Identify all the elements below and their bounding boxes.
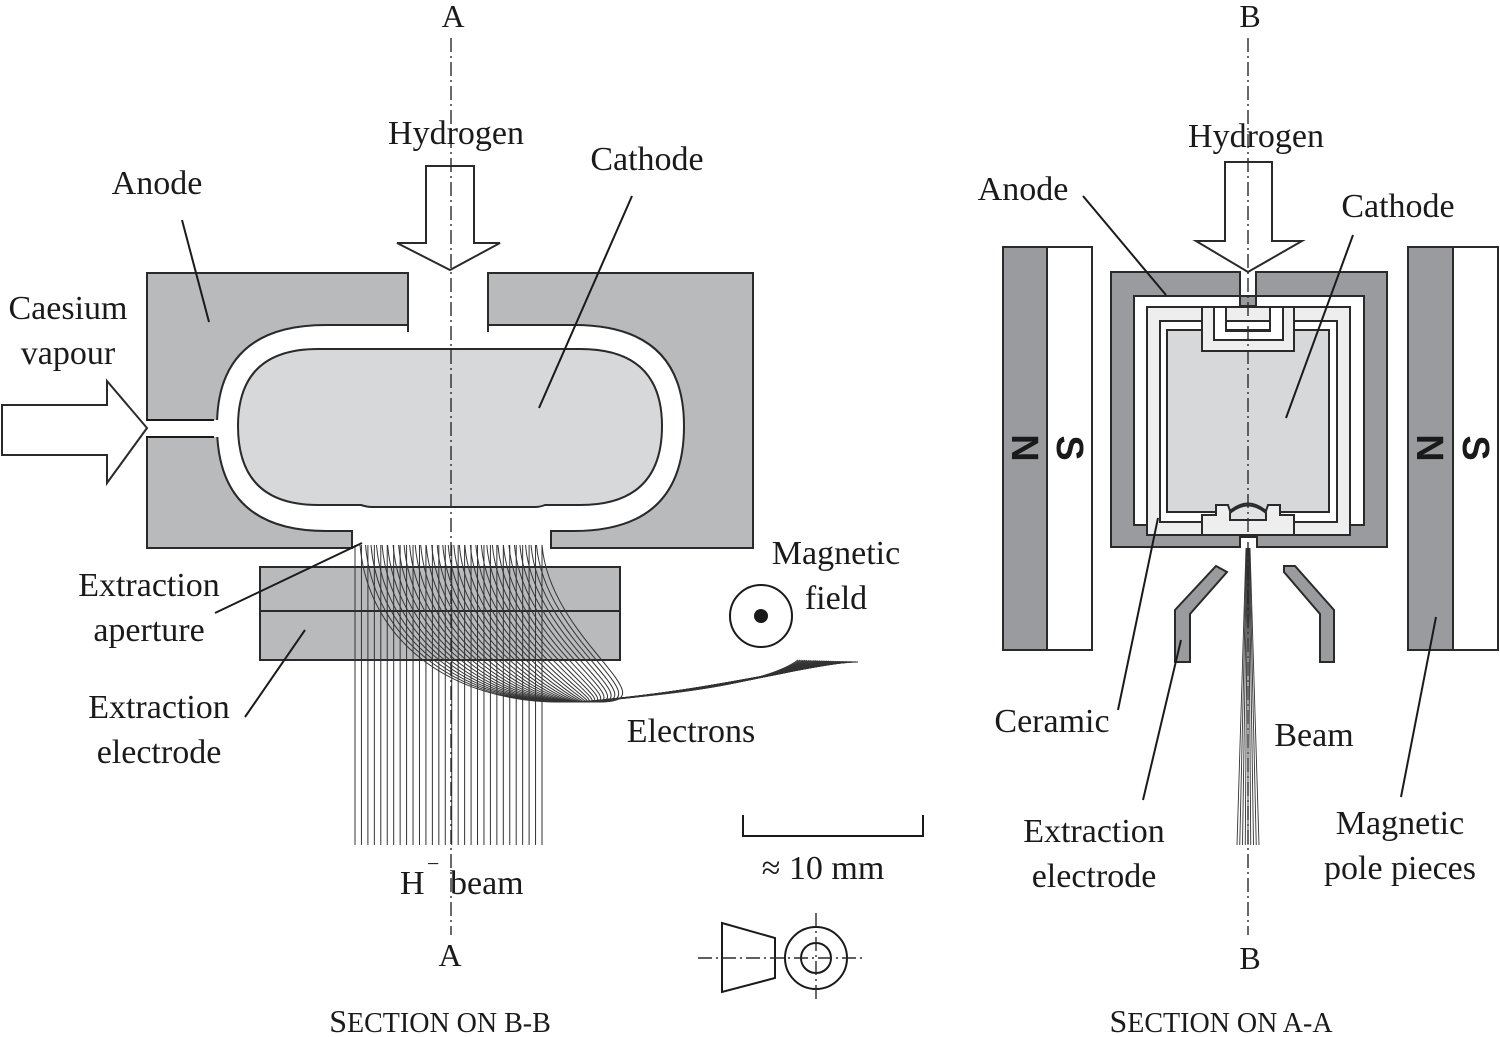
right-beam-line xyxy=(1239,547,1247,846)
right-top-marker: B xyxy=(1239,0,1260,34)
right-beam-line xyxy=(1236,547,1247,846)
electron-trajectories xyxy=(359,544,859,703)
caesium-label-line2: vapour xyxy=(21,335,116,372)
leader-right-electrode xyxy=(1142,639,1182,801)
right-beam-line xyxy=(1242,547,1248,846)
right-pole-piece-south xyxy=(1452,246,1499,651)
leader-anode xyxy=(181,219,210,323)
left-electrode-label-line2: electrode xyxy=(97,734,222,771)
leader-aperture xyxy=(214,542,363,614)
cathode-upper-notch xyxy=(1213,306,1284,341)
caesium-inlet-channel xyxy=(146,420,220,437)
right-extraction-electrode-left xyxy=(1174,564,1229,663)
leader-right-cathode xyxy=(1285,234,1354,419)
right-beam-line xyxy=(1248,547,1252,846)
right-magnet: N S xyxy=(1407,246,1499,651)
left-magnet-n: N xyxy=(1003,434,1045,461)
right-section: N S N S xyxy=(978,0,1499,1037)
cathode-body xyxy=(236,348,664,508)
right-extraction-electrode-right xyxy=(1283,565,1335,663)
left-cathode-label: Cathode xyxy=(590,141,703,178)
electron-trajectory xyxy=(541,544,799,703)
right-cathode-label: Cathode xyxy=(1341,188,1454,225)
left-bottom-marker: A xyxy=(438,937,461,973)
right-electrode-label-line2: electrode xyxy=(1032,858,1157,895)
right-electrode-label-line1: Extraction xyxy=(1023,813,1165,850)
extraction-aperture-gap xyxy=(353,528,550,550)
right-beam-line xyxy=(1249,547,1257,846)
hydrogen-arrow xyxy=(396,165,501,272)
aperture-label-line2: aperture xyxy=(93,612,204,649)
right-magnet-n: N xyxy=(1408,434,1450,461)
left-pole-piece-north xyxy=(1002,246,1048,651)
right-pole-piece-north xyxy=(1407,246,1454,651)
magnetic-field-label-line2: field xyxy=(805,580,867,617)
right-hydrogen-arrow xyxy=(1192,161,1306,274)
leader-cathode xyxy=(538,195,633,409)
magnetic-field-dot xyxy=(754,609,768,623)
scale-bar-line xyxy=(742,815,924,837)
right-beam-label: Beam xyxy=(1274,717,1353,754)
right-hydrogen-label: Hydrogen xyxy=(1188,118,1324,155)
caesium-arrow xyxy=(1,378,149,487)
hydrogen-inlet-channel xyxy=(409,270,487,334)
right-beam-line xyxy=(1249,547,1260,846)
left-hydrogen-label: Hydrogen xyxy=(388,115,524,152)
right-bottom-marker: B xyxy=(1239,940,1260,976)
extraction-electrode-upper-plate xyxy=(259,566,621,612)
scale-bar-label: ≈ 10 mm xyxy=(762,850,885,887)
pole-pieces-label-line2: pole pieces xyxy=(1324,850,1476,887)
leader-pole-pieces xyxy=(1400,616,1437,798)
right-section-title: SECTION ON A-A xyxy=(1109,1003,1333,1037)
right-magnet-s: S xyxy=(1454,435,1496,460)
beam-label-superscript: − xyxy=(427,851,439,876)
right-beam-line xyxy=(1244,547,1248,846)
beam-label-word: beam xyxy=(450,865,524,902)
left-pole-piece-south xyxy=(1046,246,1093,651)
left-magnet: N S xyxy=(1002,246,1093,651)
left-electrode-label-line1: Extraction xyxy=(88,689,230,726)
electrons-label: Electrons xyxy=(627,713,755,750)
left-anode-label: Anode xyxy=(112,165,203,202)
leader-ceramic xyxy=(1117,517,1159,711)
left-section: A Hydrogen Cathode Anode Caesium vapour … xyxy=(1,0,900,1037)
right-anode-label: Anode xyxy=(978,171,1069,208)
left-top-marker: A xyxy=(441,0,464,34)
leader-electrode xyxy=(244,629,306,718)
left-section-title: SECTION ON B-B xyxy=(329,1003,551,1037)
leader-right-anode xyxy=(1082,195,1167,296)
left-magnet-s: S xyxy=(1048,435,1090,460)
caesium-label-line1: Caesium xyxy=(9,290,128,327)
aperture-label-line1: Extraction xyxy=(78,567,220,604)
scale-bar: ≈ 10 mm xyxy=(742,815,924,887)
magnetic-field-label-line1: Magnetic xyxy=(772,535,900,572)
pole-pieces-label-line1: Magnetic xyxy=(1336,805,1464,842)
ceramic-label: Ceramic xyxy=(994,703,1109,740)
right-beam-line xyxy=(1248,547,1254,846)
beam-label-h: H xyxy=(400,865,425,902)
projection-symbol-icon xyxy=(698,913,865,1003)
